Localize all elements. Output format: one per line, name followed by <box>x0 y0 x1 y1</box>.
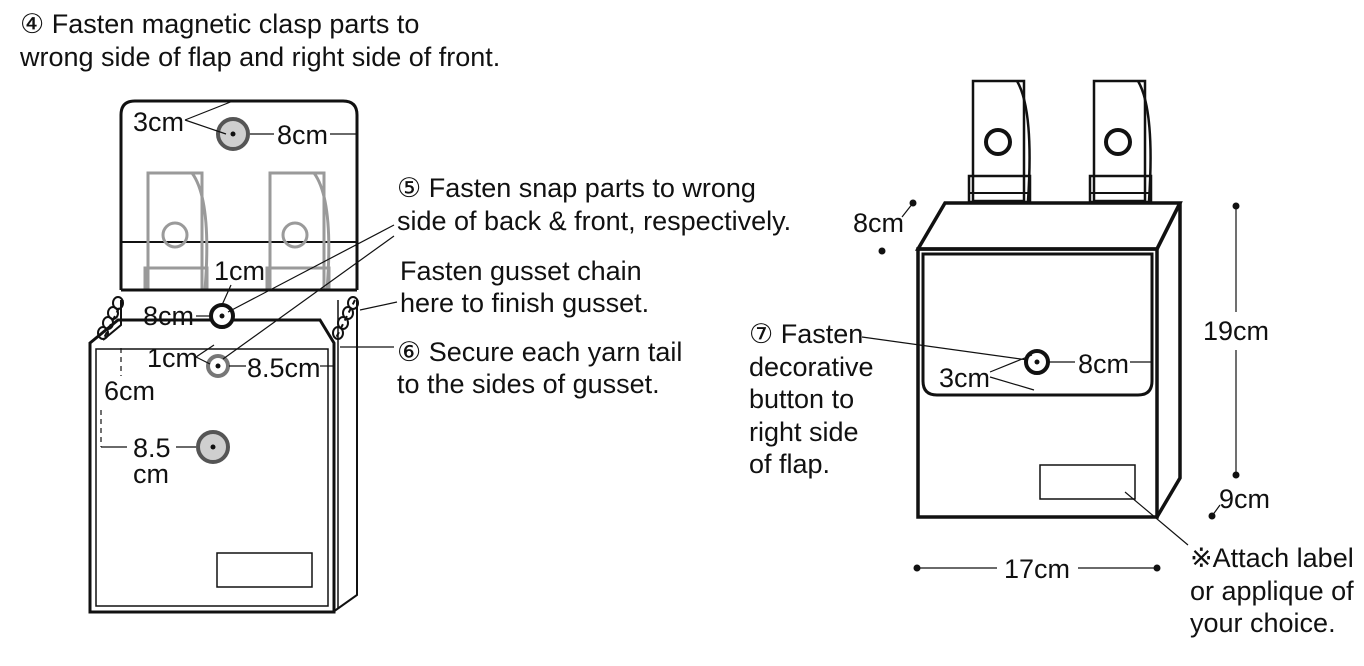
label-note-line1: ※Attach label <box>1190 543 1354 573</box>
gusset-note-line1: Fasten gusset chain <box>400 256 642 286</box>
flap-outline <box>119 99 359 290</box>
step7-line5: of flap. <box>749 449 830 479</box>
step7-line1: ⑦ Fasten <box>749 319 863 349</box>
step6-line1: ⑥ Secure each yarn tail <box>397 337 682 367</box>
left-leader-lines <box>100 100 398 448</box>
strap-right <box>1088 79 1153 204</box>
step7-line4: right side <box>749 417 859 447</box>
gusset-note-line2: here to finish gusset. <box>400 288 649 318</box>
dim-front-clasp-h-num: 8.5 <box>133 433 171 463</box>
ghost-strap-right <box>265 171 331 292</box>
gusset-chain-right <box>332 296 359 340</box>
step4-line1: ④ Fasten magnetic clasp parts to <box>20 9 419 39</box>
dim-back-snap-h: 8cm <box>143 301 194 331</box>
step4-line2: wrong side of flap and right side of fro… <box>19 42 500 72</box>
ghost-strap-left <box>143 171 209 292</box>
dim-front-snap-v: 1cm <box>147 343 198 373</box>
dim-flap-clasp-v: 3cm <box>133 107 184 137</box>
bag-front-face <box>916 247 1159 519</box>
bag-flap <box>921 252 1154 397</box>
step7-line2: decorative <box>749 352 874 382</box>
left-bag-figure: ④ Fasten magnetic clasp parts to wrong s… <box>19 9 791 614</box>
label-rectangle-right <box>1039 464 1136 500</box>
dim-button-h: 8cm <box>1078 349 1129 379</box>
label-note-line2: or applique of <box>1190 576 1354 606</box>
dim-front-clasp-h-unit: cm <box>133 459 169 489</box>
right-leader-lines <box>861 199 1240 572</box>
step7-line3: button to <box>749 384 854 414</box>
step5-line1: ⑤ Fasten snap parts to wrong <box>397 173 756 203</box>
label-note-line3: your choice. <box>1190 608 1336 638</box>
dim-back-snap-v: 1cm <box>214 256 265 286</box>
front-panel <box>88 318 336 614</box>
dim-front-snap-h: 8.5cm <box>247 353 321 383</box>
label-rectangle <box>216 552 313 588</box>
step5-line2: side of back & front, respectively. <box>397 206 791 236</box>
step6-line2: to the sides of gusset. <box>397 369 660 399</box>
strap-left <box>967 79 1032 204</box>
dim-front-clasp-v: 6cm <box>104 376 155 406</box>
bag-top-face <box>914 201 1183 251</box>
dim-height: 19cm <box>1203 316 1269 346</box>
dim-width: 17cm <box>1004 554 1070 584</box>
bag-side-face <box>1155 202 1182 518</box>
dim-gusset: 9cm <box>1219 484 1270 514</box>
right-bag-figure: 8cm 19cm 9cm 17cm 3cm 8cm ⑦ Fasten decor… <box>749 79 1354 638</box>
dim-button-v: 3cm <box>939 363 990 393</box>
gusset-right <box>332 300 358 613</box>
dim-depth: 8cm <box>853 208 904 238</box>
dim-flap-clasp-h: 8cm <box>277 120 328 150</box>
